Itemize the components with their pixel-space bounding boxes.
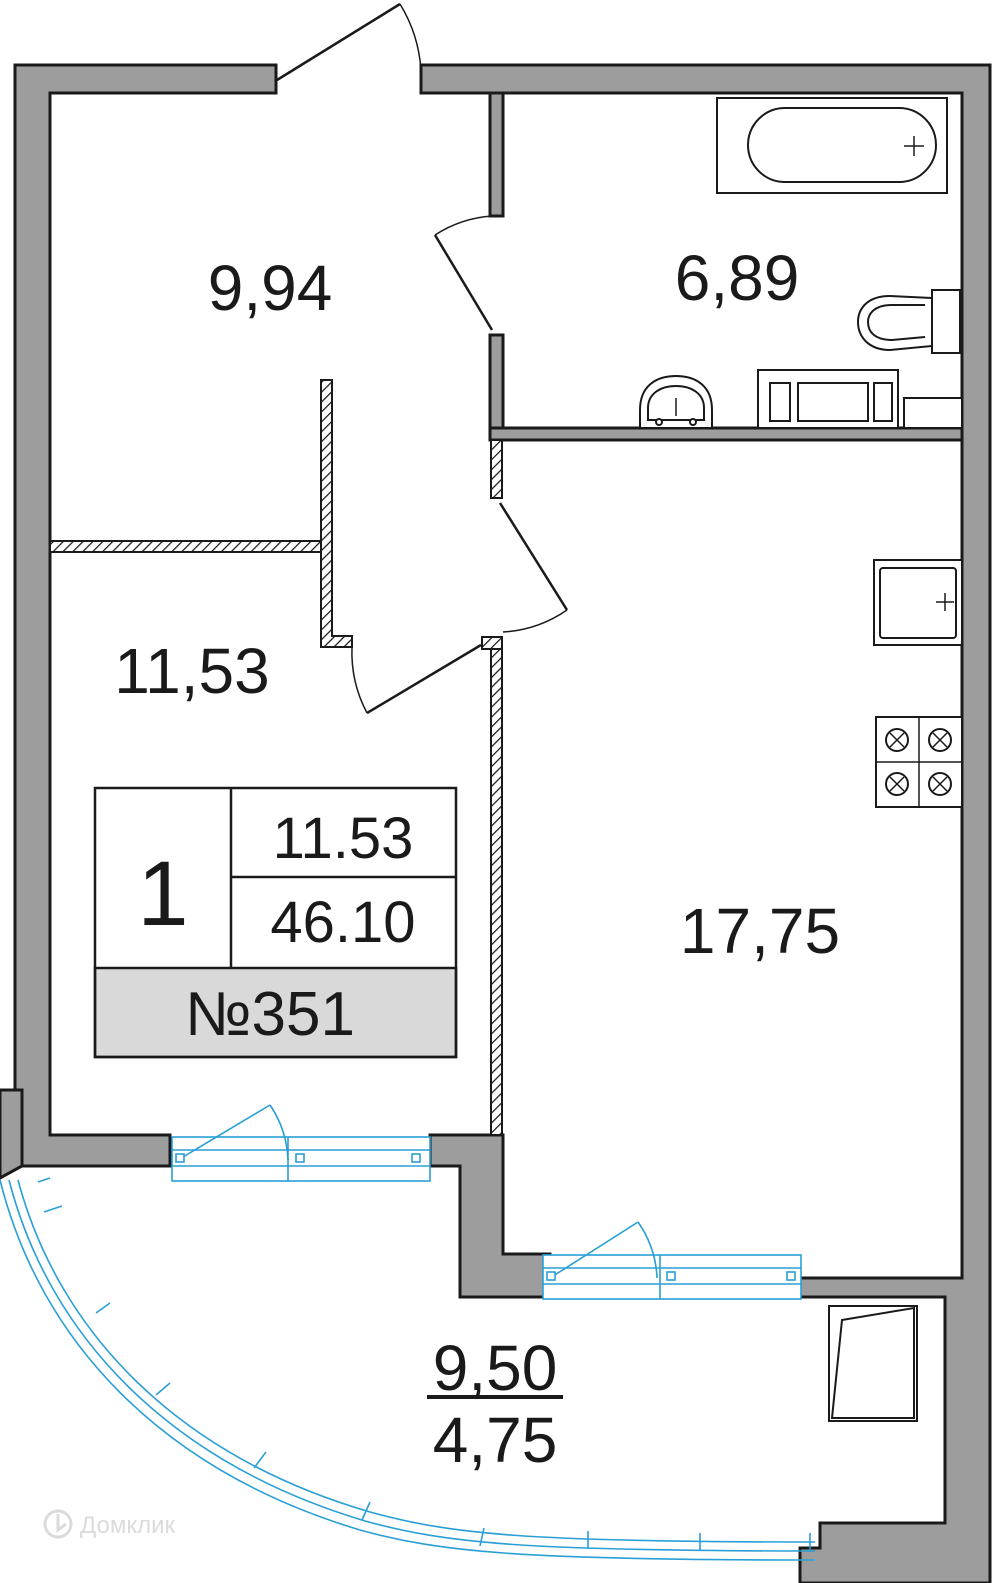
- entrance-door-swing: [399, 3, 422, 71]
- balcony-area-label: 9,50: [433, 1332, 558, 1404]
- balcony-glazing-mullions: [37, 1177, 811, 1551]
- total-area-value: 46.10: [270, 890, 415, 955]
- left-wall: [13, 63, 278, 1168]
- bathroom-fixtures: [639, 97, 963, 429]
- bathroom-shelf: [903, 397, 963, 429]
- interior-walls: [49, 91, 964, 1136]
- living-area-value: 11.53: [273, 806, 414, 871]
- watermark-text: Домклик: [80, 1512, 176, 1539]
- kitchen-fixtures: [873, 559, 963, 808]
- balcony-glazing-inner: [17, 1179, 816, 1543]
- balcony-left-stub: [0, 1088, 24, 1180]
- partition-bedroom-right: [320, 379, 353, 648]
- entrance-door-leaf: [276, 2, 401, 82]
- doors: [276, 2, 569, 715]
- bathroom-area-label: 6,89: [675, 242, 800, 314]
- partition-kitchen-upper: [490, 439, 503, 499]
- room-labels: 9,94 6,89 11,53 17,75 9,50 4,75: [114, 242, 840, 1476]
- kitchen-door-leaf: [498, 502, 569, 611]
- partition-post: [481, 636, 503, 650]
- bedroom-area-label: 11,53: [114, 635, 269, 707]
- kitchen-door-swing: [502, 609, 568, 633]
- partition-kitchen-lower: [490, 636, 503, 1136]
- bedroom-door-swing: [351, 646, 368, 714]
- apartment-info-box: 1 11.53 46.10 №351: [93, 786, 458, 1059]
- watermark: Домклик: [43, 1509, 176, 1539]
- bathroom-door-leaf: [433, 234, 494, 331]
- hall-area-label: 9,94: [208, 252, 333, 324]
- rooms-count: 1: [137, 843, 188, 945]
- kitchen-area-label: 17,75: [680, 895, 840, 967]
- washing-machine: [757, 369, 899, 429]
- exterior-walls: [0, 63, 992, 1583]
- middle-balcony-wall: [428, 1133, 552, 1299]
- windows: [0, 1104, 816, 1561]
- watermark-logo-icon: [43, 1509, 73, 1539]
- top-right-wall: [419, 63, 992, 1583]
- balcony-glazing-outer: [0, 1179, 816, 1561]
- apartment-number: №351: [185, 980, 355, 1049]
- bedroom-door-leaf: [366, 643, 482, 715]
- bathroom-wall-lower: [488, 333, 505, 430]
- partition-bedroom-top: [49, 540, 323, 553]
- balcony-reduced-area-label: 4,75: [433, 1404, 558, 1476]
- toilet-tank: [931, 289, 961, 354]
- bathroom-bottom-wall: [488, 426, 964, 442]
- balcony-cabinet: [828, 1305, 918, 1422]
- bathroom-wall-upper: [488, 91, 505, 218]
- bathroom-door-swing: [434, 215, 493, 236]
